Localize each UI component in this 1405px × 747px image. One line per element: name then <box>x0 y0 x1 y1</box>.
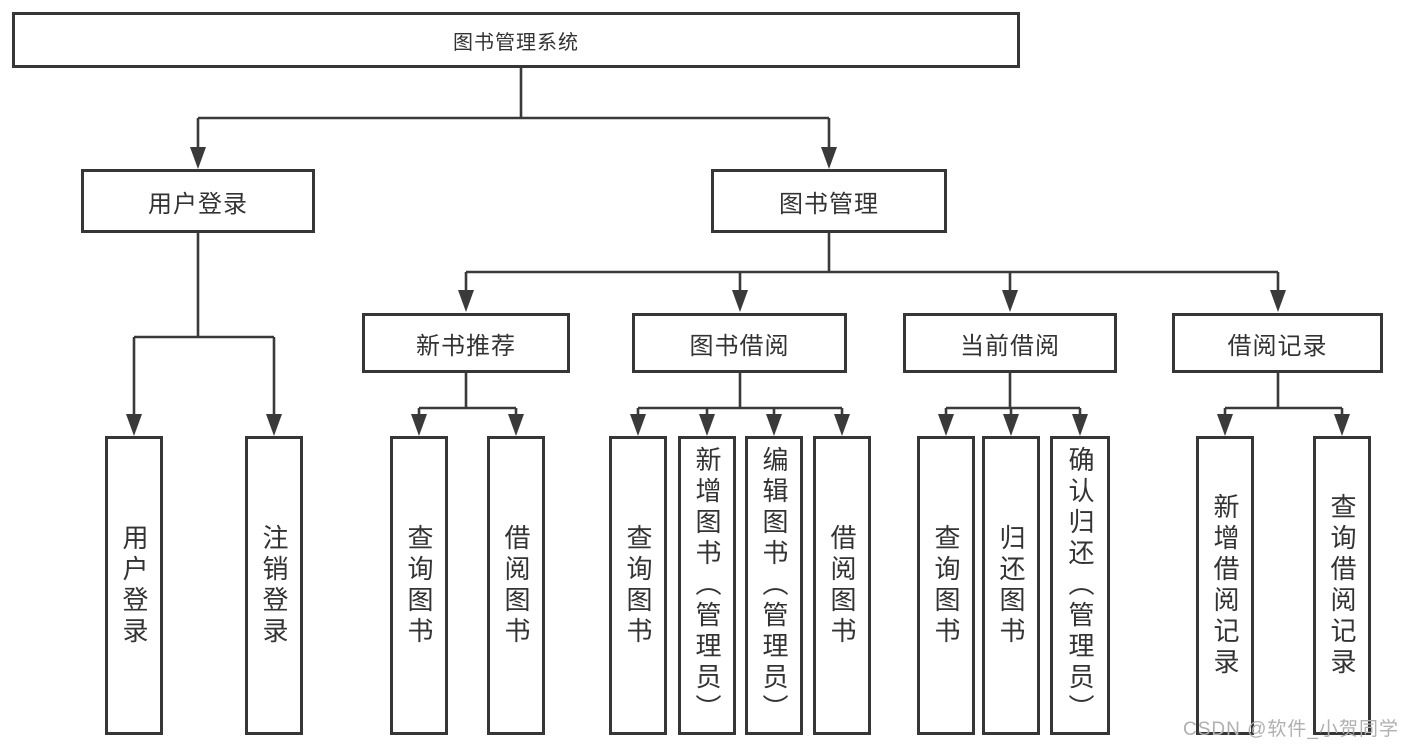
arrowheads <box>126 147 1350 436</box>
node-book-borrowing: 图书借阅 <box>632 313 847 373</box>
node-new-book-recommend: 新书推荐 <box>362 313 570 373</box>
node-query-borrow-record: 查询借阅记录 <box>1313 436 1371 735</box>
node-query-books-current: 查询图书 <box>917 436 975 735</box>
node-label: 借阅记录 <box>1227 332 1328 360</box>
csdn-watermark: CSDN @软件_小贺同学 <box>1183 719 1399 740</box>
connector-root-to-level2 <box>196 68 831 150</box>
node-user-login-leaf: 用户登录 <box>105 436 163 735</box>
node-label: 图书管理系统 <box>453 31 579 54</box>
node-label: 当前借阅 <box>960 332 1060 360</box>
node-add-borrow-record: 新增借阅记录 <box>1196 436 1254 735</box>
node-label: 查询图书 <box>404 523 434 648</box>
node-label: 新增图书（管理员） <box>692 446 722 725</box>
node-label: 编辑图书（管理员） <box>759 446 789 725</box>
node-borrow-books-borrowing: 借阅图书 <box>813 436 871 735</box>
node-label: 注销登录 <box>259 523 289 648</box>
connector-current-borrow-to-leaves <box>944 373 1082 418</box>
connector-borrow-record-to-leaves <box>1223 373 1344 418</box>
node-logout: 注销登录 <box>245 436 303 735</box>
node-label: 借阅图书 <box>501 523 531 648</box>
connector-book-borrow-to-leaves <box>636 373 844 418</box>
node-edit-book-admin: 编辑图书（管理员） <box>745 436 803 735</box>
node-label: 查询图书 <box>931 523 961 648</box>
node-label: 新增借阅记录 <box>1210 492 1240 679</box>
node-borrowing-records: 借阅记录 <box>1172 313 1383 373</box>
node-borrow-books-recommend: 借阅图书 <box>487 436 545 735</box>
node-current-borrowing: 当前借阅 <box>903 313 1117 373</box>
node-label: 用户登录 <box>148 190 248 218</box>
node-label: 用户登录 <box>119 523 149 648</box>
node-label: 图书管理 <box>779 190 879 218</box>
node-book-management: 图书管理 <box>711 169 947 233</box>
node-label: 图书借阅 <box>689 332 790 360</box>
node-return-books: 归还图书 <box>982 436 1040 735</box>
node-user-login: 用户登录 <box>81 169 315 233</box>
connector-new-book-to-leaves <box>417 373 518 418</box>
connector-book-mgmt-to-level3 <box>464 233 1280 293</box>
node-label: 确认归还（管理员） <box>1065 446 1095 725</box>
node-add-book-admin: 新增图书（管理员） <box>678 436 736 735</box>
node-label: 查询借阅记录 <box>1327 492 1357 679</box>
node-label: 归还图书 <box>996 523 1026 648</box>
node-label: 查询图书 <box>623 523 653 648</box>
node-query-books-recommend: 查询图书 <box>390 436 448 735</box>
connector-user-login-to-leaves <box>132 233 276 416</box>
node-confirm-return-admin: 确认归还（管理员） <box>1050 436 1110 735</box>
node-query-books-borrowing: 查询图书 <box>609 436 667 735</box>
node-label: 新书推荐 <box>416 332 516 360</box>
node-label: 借阅图书 <box>827 523 857 648</box>
node-book-management-system: 图书管理系统 <box>12 12 1020 68</box>
